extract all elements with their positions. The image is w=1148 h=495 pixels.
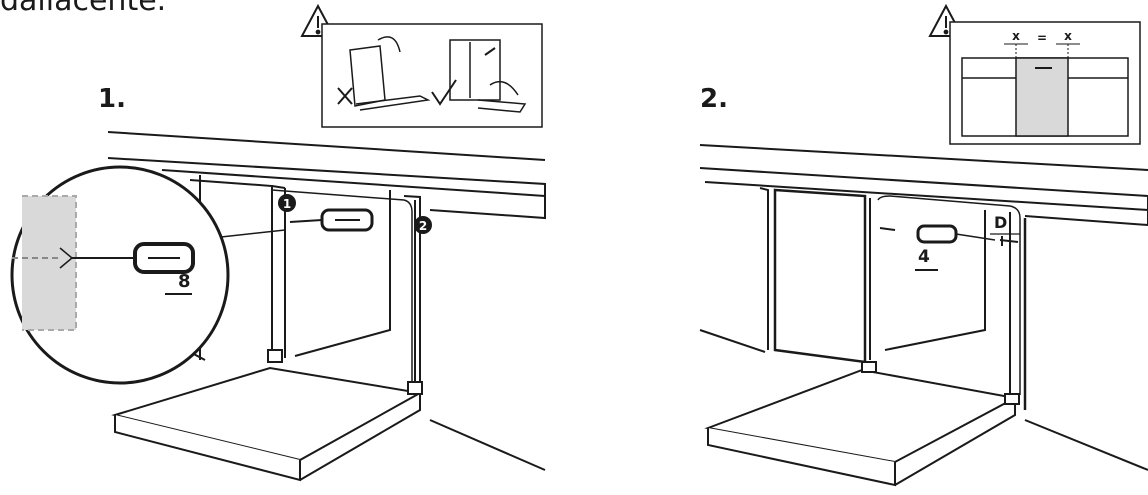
inset-x-left: x xyxy=(1012,29,1020,43)
step-1-panel: 1. 1 xyxy=(10,3,546,482)
dishwasher-door xyxy=(111,366,423,462)
screw-count-4: 4 xyxy=(918,247,930,267)
step-1-number: 1. xyxy=(98,84,126,114)
screw-count-8: 8 xyxy=(178,271,191,292)
svg-text:2: 2 xyxy=(419,219,427,233)
inset-equals: = xyxy=(1037,31,1047,45)
step-2-number: 2. xyxy=(700,84,728,114)
screwdriver-icon-2 xyxy=(916,224,996,244)
worktop-line xyxy=(107,131,546,161)
svg-text:1: 1 xyxy=(283,197,291,211)
callout-2: 2 xyxy=(414,216,432,234)
screwdriver-icon xyxy=(289,208,374,232)
cross-icon xyxy=(337,87,353,105)
zoom-magnifier: 8 xyxy=(10,165,286,385)
step-2-panel: 2. 4 D xyxy=(699,3,1148,487)
inset-box-step-2: x = x xyxy=(949,21,1141,145)
callout-1: 1 xyxy=(278,194,296,212)
screw-icon xyxy=(879,227,1019,246)
check-icon xyxy=(431,79,457,106)
worktop-front xyxy=(107,157,546,220)
dim-label-d: D xyxy=(994,213,1007,232)
inset-box-step-1 xyxy=(321,23,543,128)
inset-x-right: x xyxy=(1064,29,1072,43)
header-cut-text: dallacente. xyxy=(0,0,166,18)
